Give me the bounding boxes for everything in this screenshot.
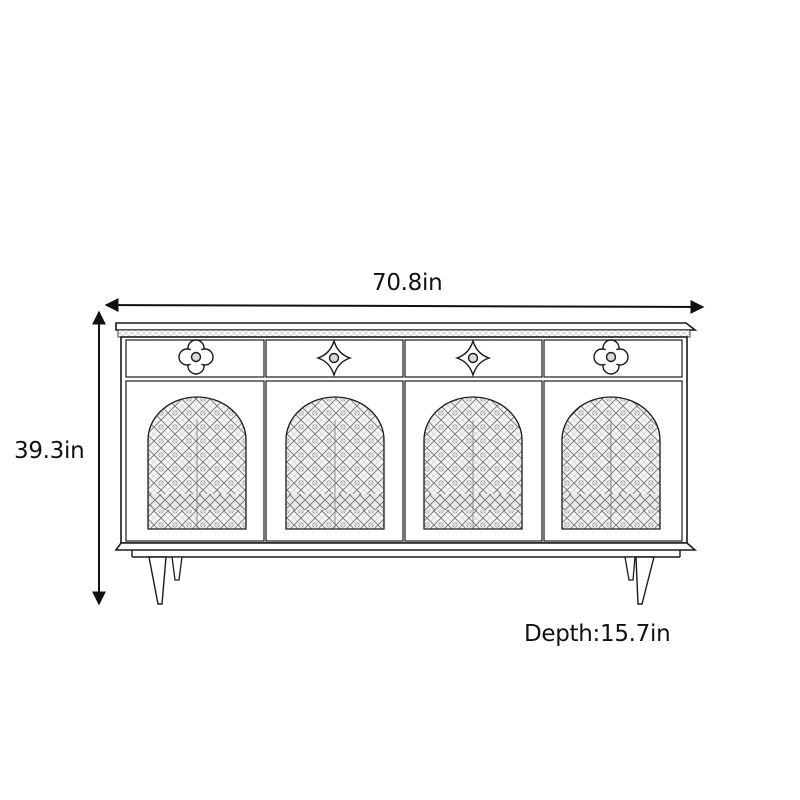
depth-dimension-label: Depth:15.7in bbox=[524, 621, 671, 647]
width-dimension-arrow bbox=[104, 298, 705, 314]
leg-back-right bbox=[624, 556, 636, 581]
leg-front-left bbox=[148, 556, 167, 605]
cabinet-top-band bbox=[117, 329, 691, 338]
door-4-arched-panel bbox=[561, 396, 661, 530]
door-1 bbox=[125, 380, 265, 542]
star-knob-icon bbox=[315, 338, 353, 378]
quatrefoil-knob-icon bbox=[593, 339, 629, 375]
drawer-3 bbox=[404, 339, 543, 378]
width-dimension-label: 70.8in bbox=[372, 270, 443, 296]
door-2-arched-panel bbox=[285, 396, 385, 530]
door-1-arched-panel bbox=[147, 396, 247, 530]
leg-front-right bbox=[635, 556, 655, 605]
cabinet-top bbox=[115, 322, 698, 331]
door-2 bbox=[265, 380, 404, 542]
drawer-2 bbox=[265, 339, 404, 378]
door-4 bbox=[543, 380, 683, 542]
cabinet-base bbox=[114, 542, 698, 551]
door-3 bbox=[404, 380, 543, 542]
height-dimension-label: 39.3in bbox=[14, 438, 85, 464]
sideboard-cabinet bbox=[114, 322, 698, 605]
quatrefoil-knob-icon bbox=[178, 339, 214, 375]
door-3-arched-panel bbox=[423, 396, 523, 530]
star-knob-icon bbox=[454, 338, 492, 378]
leg-back-left bbox=[171, 556, 183, 581]
